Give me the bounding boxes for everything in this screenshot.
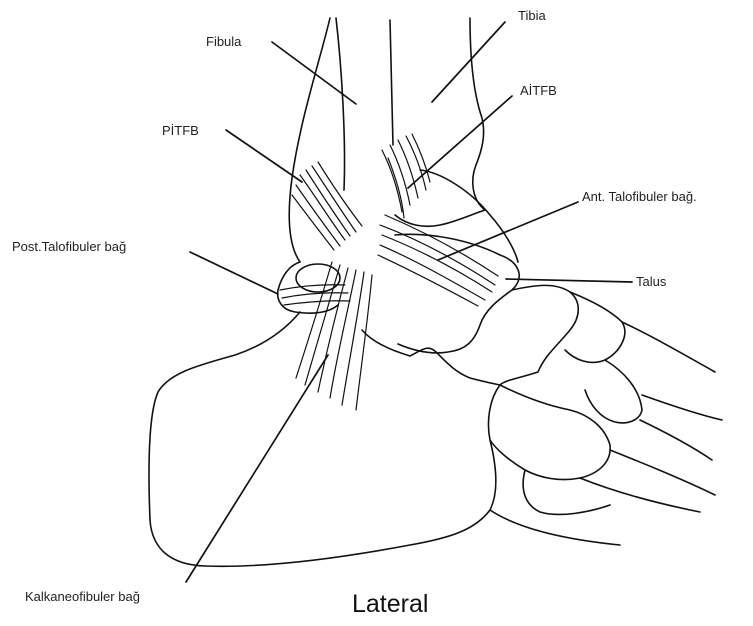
metatarsal-4 bbox=[610, 450, 715, 495]
leader-calcaneofibular bbox=[186, 355, 328, 582]
metatarsal-1 bbox=[622, 322, 715, 372]
calcaneus-top bbox=[362, 330, 500, 385]
label-talus: Talus bbox=[636, 275, 666, 288]
metatarsal-3 bbox=[640, 420, 712, 460]
metatarsal-2 bbox=[642, 395, 722, 420]
leader-fibula bbox=[272, 42, 356, 104]
fibula-inner-edge bbox=[336, 18, 345, 190]
label-pitfb: PİTFB bbox=[162, 124, 199, 137]
leader-ant-talofibular bbox=[438, 202, 578, 260]
label-tibia: Tibia bbox=[518, 9, 546, 22]
view-label: Lateral bbox=[352, 592, 428, 617]
pitfb-ligament bbox=[292, 162, 362, 250]
label-aitfb: AİTFB bbox=[520, 84, 557, 97]
metatarsal-5-base bbox=[523, 470, 610, 514]
cuboid-bone bbox=[490, 385, 610, 480]
label-post-talofibular: Post.Talofibuler bağ bbox=[12, 240, 126, 253]
cuneiform-2 bbox=[585, 360, 642, 423]
tibia-shaft-right bbox=[470, 18, 484, 165]
label-ant-talofibular: Ant. Talofibuler bağ. bbox=[582, 190, 697, 203]
leader-post-talofibular bbox=[190, 252, 278, 294]
metatarsal-5 bbox=[580, 478, 700, 512]
leader-pitfb bbox=[226, 130, 302, 182]
fibula-bone bbox=[289, 18, 330, 262]
calcaneus-bone bbox=[149, 312, 500, 566]
leader-talus bbox=[506, 279, 632, 282]
navicular-bone bbox=[500, 285, 578, 385]
post-talus-process bbox=[278, 262, 338, 313]
cuneiform-1 bbox=[565, 292, 625, 362]
leader-lines bbox=[186, 22, 632, 582]
foot-sole-forefoot bbox=[490, 510, 620, 545]
leader-tibia bbox=[432, 22, 505, 102]
leader-aitfb bbox=[408, 96, 512, 188]
label-calcaneofibular: Kalkaneofibuler bağ bbox=[25, 590, 140, 603]
label-fibula: Fibula bbox=[206, 35, 241, 48]
tibia-shaft-left bbox=[390, 20, 393, 145]
